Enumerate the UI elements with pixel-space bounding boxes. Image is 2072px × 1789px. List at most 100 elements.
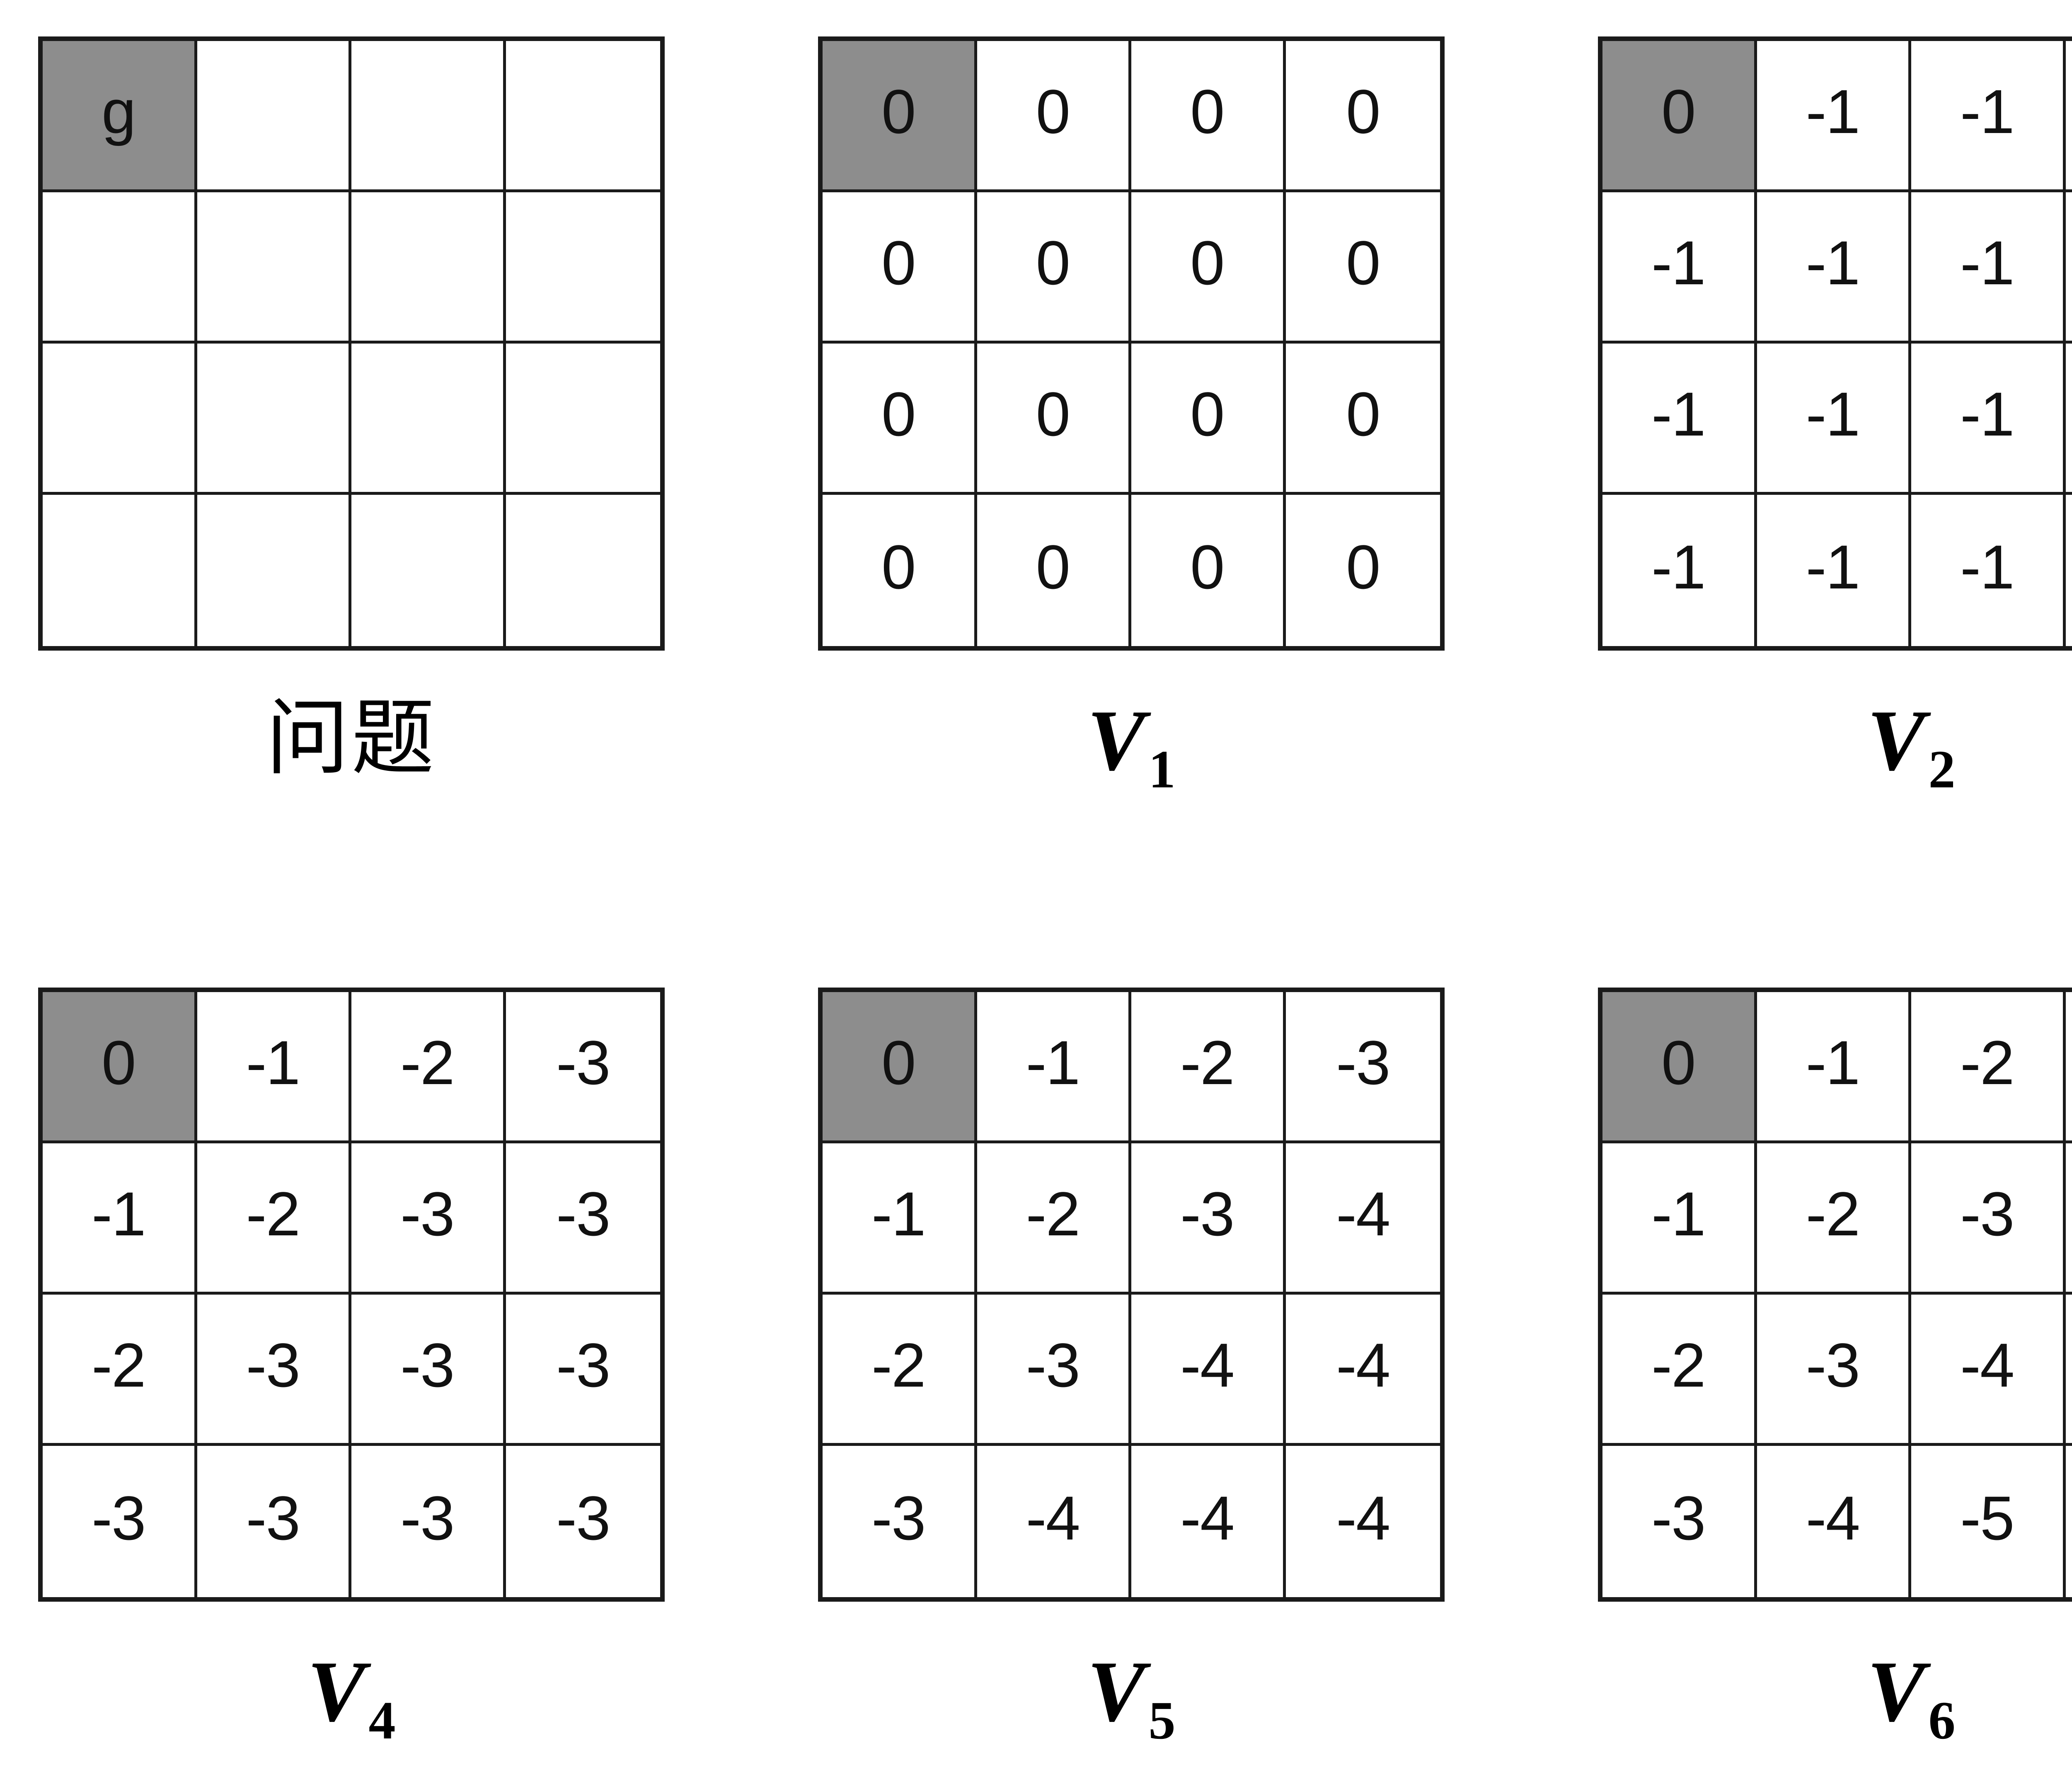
grid-cell: -1: [1911, 344, 2066, 495]
grid-cell: -1: [1602, 495, 1757, 646]
grid-cell: 0: [823, 344, 977, 495]
grid-cell: [506, 495, 661, 646]
grid-cell: -4: [1911, 1295, 2066, 1446]
grid-cell: -5: [2066, 1295, 2072, 1446]
grid-cell: -3: [506, 1295, 661, 1446]
grid-cell: -3: [1286, 992, 1440, 1143]
grid-cell: [43, 192, 197, 344]
caption-subscript: 5: [1148, 1691, 1175, 1750]
panel-caption-v5: V5: [818, 1648, 1445, 1789]
grid-cell: 0: [1131, 344, 1286, 495]
grid-cell: -1: [1602, 344, 1757, 495]
grid-cell: -4: [1286, 1295, 1440, 1446]
grid-cell: [506, 344, 661, 495]
grid-cell: [43, 495, 197, 646]
value-grid-v4: 0-1-2-3-1-2-3-3-2-3-3-3-3-3-3-3: [38, 988, 665, 1602]
grid-cell: -3: [823, 1446, 977, 1597]
grid-cell: -1: [1757, 344, 1912, 495]
caption-text: 问题: [266, 697, 437, 780]
value-grid-v5: 0-1-2-3-1-2-3-4-2-3-4-4-3-4-4-4: [818, 988, 1445, 1602]
grid-cell: -2: [351, 992, 506, 1143]
grid-cell: -3: [351, 1446, 506, 1597]
grid-cell: 0: [43, 992, 197, 1143]
grid-cell: -3: [2066, 992, 2072, 1143]
grid-cell: [506, 192, 661, 344]
grid-cell: -1: [823, 1143, 977, 1295]
grid-cell: -2: [197, 1143, 352, 1295]
caption-symbol: V: [1867, 1644, 1925, 1740]
grid-cell: -1: [1911, 495, 2066, 646]
caption-symbol: V: [1087, 692, 1145, 789]
grid-cell: -3: [506, 992, 661, 1143]
grid-cell: -4: [1131, 1295, 1286, 1446]
caption-subscript: 2: [1928, 740, 1955, 799]
grid-cell: [197, 344, 352, 495]
grid-panel-v6: 0-1-2-3-1-2-3-4-2-3-4-5-3-4-5-5V6: [1598, 988, 2072, 1789]
grid-cell: -3: [43, 1446, 197, 1597]
grid-cell: -3: [197, 1446, 352, 1597]
grid-cell: 0: [977, 192, 1132, 344]
grid-cell: -2: [1757, 1143, 1912, 1295]
caption-subscript: 4: [368, 1691, 395, 1750]
grid-cell: -3: [1911, 1143, 2066, 1295]
grid-cell: -2: [823, 1295, 977, 1446]
grid-cell: -3: [1602, 1446, 1757, 1597]
grid-cell: 0: [1286, 495, 1440, 646]
grid-cell: [351, 344, 506, 495]
value-grid-v6: 0-1-2-3-1-2-3-4-2-3-4-5-3-4-5-5: [1598, 988, 2072, 1602]
grid-cell: -1: [1602, 1143, 1757, 1295]
grid-cell: -2: [1131, 992, 1286, 1143]
grid-cell: -3: [506, 1446, 661, 1597]
grid-cell: -5: [2066, 1446, 2072, 1597]
grid-cell: -1: [197, 992, 352, 1143]
caption-subscript: 6: [1928, 1691, 1955, 1750]
grid-cell: -1: [2066, 41, 2072, 192]
caption-symbol: V: [307, 1644, 365, 1740]
grid-cell: [197, 495, 352, 646]
grid-cell: -1: [2066, 344, 2072, 495]
grid-cell: -4: [1131, 1446, 1286, 1597]
grid-cell: [43, 344, 197, 495]
grid-cell: -1: [1757, 992, 1912, 1143]
grid-cell: [351, 41, 506, 192]
grid-cell: [506, 41, 661, 192]
grid-cell: -5: [1911, 1446, 2066, 1597]
grid-panel-problem: g 问题: [38, 36, 665, 838]
grid-cell: -1: [1757, 495, 1912, 646]
grid-cell: 0: [1286, 344, 1440, 495]
caption-symbol: V: [1087, 1644, 1145, 1740]
caption-symbol: V: [1867, 692, 1925, 789]
grid-cell: [351, 192, 506, 344]
caption-subscript: 1: [1148, 740, 1175, 799]
grid-cell: -3: [351, 1143, 506, 1295]
grid-cell: -4: [1286, 1446, 1440, 1597]
grid-cell: -1: [977, 992, 1132, 1143]
grid-cell: -1: [1757, 41, 1912, 192]
grid-cell: -1: [2066, 495, 2072, 646]
grid-cell: -4: [2066, 1143, 2072, 1295]
grid-panel-v2: 0-1-1-1-1-1-1-1-1-1-1-1-1-1-1-1V2: [1598, 36, 2072, 838]
grid-cell: 0: [823, 495, 977, 646]
grid-cell: -1: [43, 1143, 197, 1295]
grid-cell: -1: [1602, 192, 1757, 344]
grid-cell: 0: [823, 192, 977, 344]
grid-cell: 0: [1602, 41, 1757, 192]
panel-caption-v1: V1: [818, 697, 1445, 838]
grid-cell: -2: [1911, 992, 2066, 1143]
grid-cell: -4: [977, 1446, 1132, 1597]
grid-cell: [197, 41, 352, 192]
grid-cell: 0: [1602, 992, 1757, 1143]
grid-cell: 0: [977, 344, 1132, 495]
value-grid-problem: g: [38, 36, 665, 651]
grid-cell: -2: [1602, 1295, 1757, 1446]
grid-cell: -1: [1757, 192, 1912, 344]
grid-cell: -1: [1911, 41, 2066, 192]
grid-cell: -3: [506, 1143, 661, 1295]
grid-cell: -3: [197, 1295, 352, 1446]
